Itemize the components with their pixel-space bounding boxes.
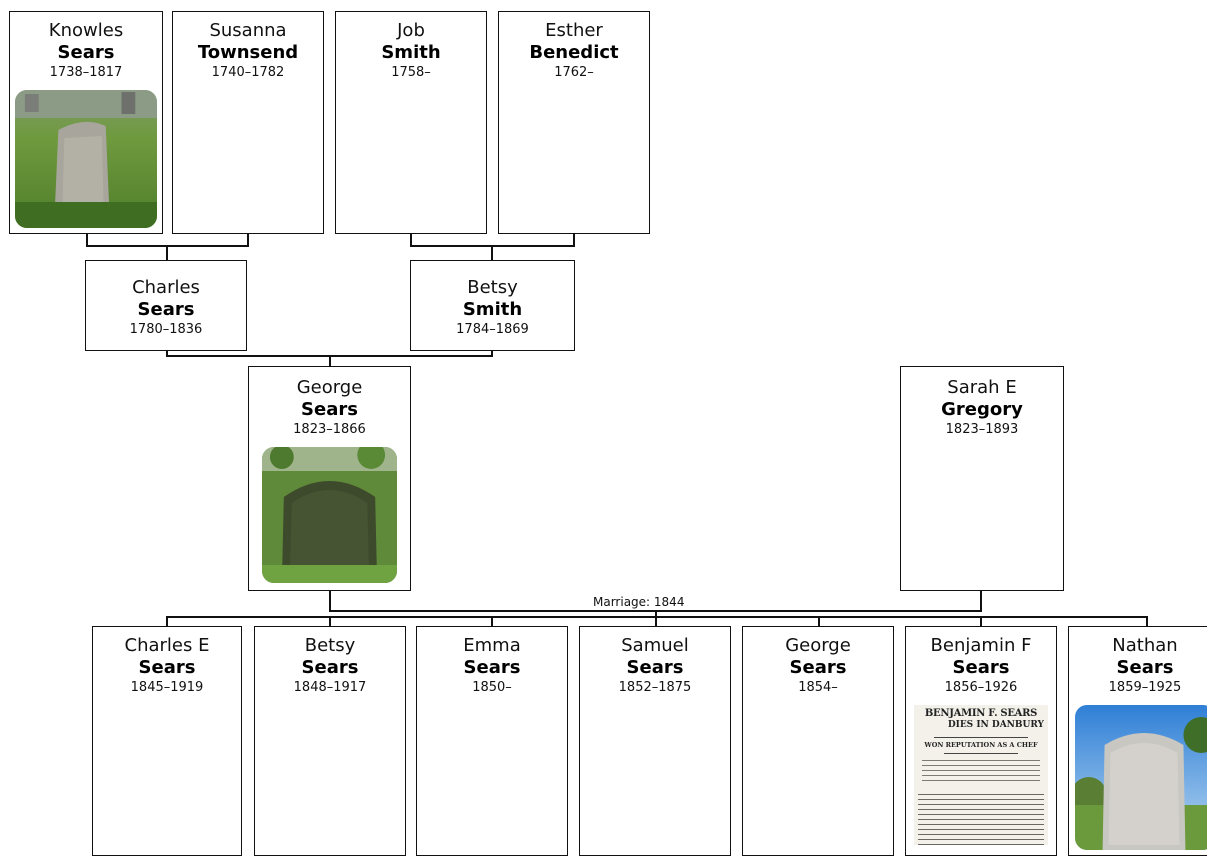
life-dates: 1758– <box>336 64 486 81</box>
clipping-body-text <box>922 758 1040 784</box>
given-name: Esther <box>499 20 649 42</box>
given-name: Benjamin F <box>906 635 1056 657</box>
surname: Sears <box>1069 657 1207 679</box>
life-dates: 1856–1926 <box>906 679 1056 696</box>
person-card-sarah-gregory[interactable]: Sarah E Gregory 1823–1893 <box>900 366 1064 591</box>
given-name: Emma <box>417 635 567 657</box>
given-name: Susanna <box>173 20 323 42</box>
given-name: Charles <box>86 277 246 299</box>
gravestone-photo[interactable] <box>15 90 157 228</box>
clipping-headline-2: DIES IN DANBURY <box>914 720 1048 731</box>
given-name: Knowles <box>10 20 162 42</box>
person-card-benjamin-f-sears[interactable]: Benjamin F Sears 1856–1926 BENJAMIN F. S… <box>905 626 1057 856</box>
marriage-label: Marriage: 1844 <box>593 595 684 609</box>
given-name: George <box>743 635 893 657</box>
surname: Sears <box>10 42 162 64</box>
connector-line <box>166 245 168 261</box>
surname: Sears <box>93 657 241 679</box>
given-name: Samuel <box>580 635 730 657</box>
surname: Sears <box>86 299 246 321</box>
person-card-george-sears-child[interactable]: George Sears 1854– <box>742 626 894 856</box>
surname: Sears <box>906 657 1056 679</box>
surname: Sears <box>417 657 567 679</box>
life-dates: 1859–1925 <box>1069 679 1207 696</box>
person-card-charles-sears[interactable]: Charles Sears 1780–1836 <box>85 260 247 351</box>
person-card-samuel-sears[interactable]: Samuel Sears 1852–1875 <box>579 626 731 856</box>
surname: Benedict <box>499 42 649 64</box>
life-dates: 1823–1893 <box>901 421 1063 438</box>
life-dates: 1762– <box>499 64 649 81</box>
given-name: Betsy <box>411 277 574 299</box>
person-card-george-sears[interactable]: George Sears 1823–1866 <box>248 366 411 591</box>
person-card-job-smith[interactable]: Job Smith 1758– <box>335 11 487 234</box>
person-card-susanna-townsend[interactable]: Susanna Townsend 1740–1782 <box>172 11 324 234</box>
connector-line <box>166 616 1148 618</box>
clipping-headline: BENJAMIN F. SEARS <box>914 708 1048 720</box>
surname: Sears <box>249 399 410 421</box>
clipping-rule <box>934 737 1028 738</box>
person-card-emma-sears[interactable]: Emma Sears 1850– <box>416 626 568 856</box>
person-card-betsy-smith[interactable]: Betsy Smith 1784–1869 <box>410 260 575 351</box>
person-card-esther-benedict[interactable]: Esther Benedict 1762– <box>498 11 650 234</box>
person-card-charles-e-sears[interactable]: Charles E Sears 1845–1919 <box>92 626 242 856</box>
clipping-rule <box>944 753 1018 754</box>
gravestone-photo[interactable] <box>1075 705 1207 850</box>
person-card-nathan-sears[interactable]: Nathan Sears 1859–1925 <box>1068 626 1207 856</box>
connector-line <box>491 245 493 261</box>
surname: Sears <box>743 657 893 679</box>
given-name: Job <box>336 20 486 42</box>
surname: Smith <box>336 42 486 64</box>
person-card-betsy-sears[interactable]: Betsy Sears 1848–1917 <box>254 626 406 856</box>
surname: Sears <box>255 657 405 679</box>
gravestone-photo[interactable] <box>262 447 397 583</box>
clipping-body-text <box>918 792 1044 845</box>
life-dates: 1852–1875 <box>580 679 730 696</box>
newspaper-clipping[interactable]: BENJAMIN F. SEARS DIES IN DANBURY WON RE… <box>914 705 1048 845</box>
given-name: Charles E <box>93 635 241 657</box>
surname: Gregory <box>901 399 1063 421</box>
surname: Smith <box>411 299 574 321</box>
life-dates: 1780–1836 <box>86 321 246 338</box>
life-dates: 1845–1919 <box>93 679 241 696</box>
connector-line <box>980 590 982 611</box>
surname: Townsend <box>173 42 323 64</box>
surname: Sears <box>580 657 730 679</box>
given-name: Betsy <box>255 635 405 657</box>
given-name: Sarah E <box>901 377 1063 399</box>
connector-line <box>329 590 331 611</box>
clipping-subhead: WON REPUTATION AS A CHEF <box>914 741 1048 749</box>
life-dates: 1854– <box>743 679 893 696</box>
given-name: George <box>249 377 410 399</box>
life-dates: 1848–1917 <box>255 679 405 696</box>
life-dates: 1738–1817 <box>10 64 162 81</box>
life-dates: 1823–1866 <box>249 421 410 438</box>
person-card-knowles-sears[interactable]: Knowles Sears 1738–1817 <box>9 11 163 234</box>
life-dates: 1784–1869 <box>411 321 574 338</box>
life-dates: 1850– <box>417 679 567 696</box>
given-name: Nathan <box>1069 635 1207 657</box>
life-dates: 1740–1782 <box>173 64 323 81</box>
